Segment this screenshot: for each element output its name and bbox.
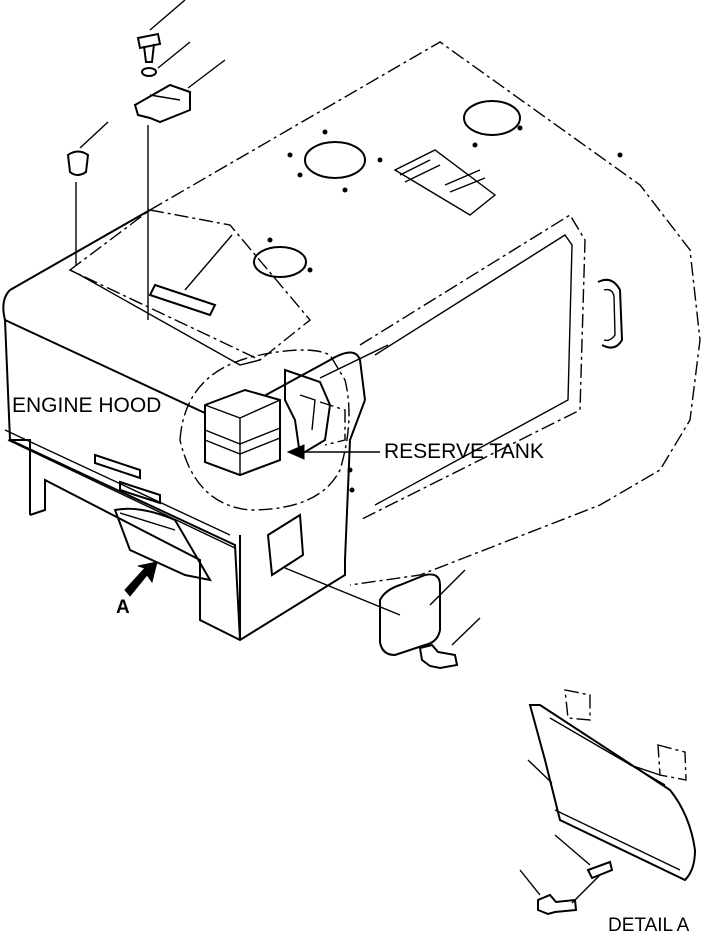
- reserve-tank-label: RESERVE TANK: [384, 440, 544, 463]
- detail-a-label: DETAIL A: [608, 915, 690, 936]
- reserve-tank-detail: [179, 344, 389, 511]
- exploded-parts-top: [66, 0, 233, 320]
- view-a-label: A: [116, 597, 130, 618]
- hood-body: [2, 41, 701, 642]
- side-cover-exploded: [284, 567, 481, 670]
- view-a-arrow: [124, 561, 158, 597]
- detail-a-drawing: [519, 689, 697, 916]
- engine-hood-label: ENGINE HOOD: [12, 394, 162, 417]
